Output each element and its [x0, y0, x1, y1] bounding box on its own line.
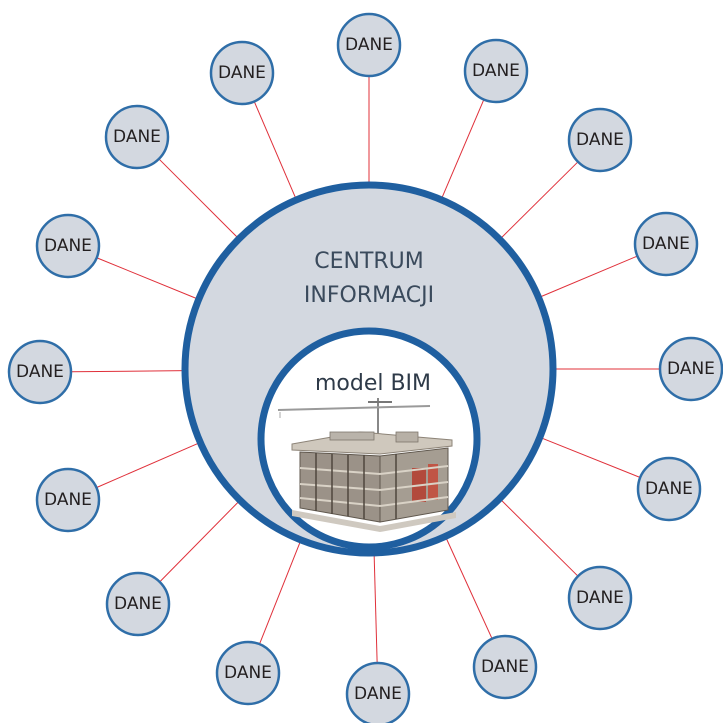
building-illustration — [277, 398, 456, 532]
connector-line — [373, 552, 378, 664]
hub-title-line2: INFORMACJI — [304, 283, 434, 308]
data-node-label: DANE — [642, 234, 690, 254]
connector-line — [96, 257, 199, 300]
data-node: DANE — [7, 339, 73, 405]
connector-line — [158, 158, 240, 240]
data-node-label: DANE — [576, 130, 624, 150]
data-node-circle — [7, 339, 73, 405]
model-bim-label: model BIM — [315, 371, 431, 396]
data-node-circle — [567, 107, 633, 173]
data-node-circle — [633, 211, 699, 277]
data-node-circle — [104, 104, 170, 170]
data-node-label: DANE — [354, 684, 402, 704]
data-node: DANE — [345, 661, 411, 723]
data-node: DANE — [35, 213, 101, 279]
data-node-circle — [215, 640, 281, 706]
data-node-label: DANE — [576, 588, 624, 608]
connector-line — [159, 499, 241, 583]
connector-line — [258, 539, 302, 645]
spokes-group — [70, 76, 660, 664]
data-node-label: DANE — [113, 127, 161, 147]
data-node: DANE — [567, 107, 633, 173]
data-node: DANE — [463, 38, 529, 104]
connector-line — [444, 536, 493, 640]
data-node-label: DANE — [667, 359, 715, 379]
data-node: DANE — [636, 456, 702, 522]
data-node-label: DANE — [44, 490, 92, 510]
data-node: DANE — [336, 12, 402, 78]
connector-line — [70, 370, 186, 373]
data-node: DANE — [104, 104, 170, 170]
hub-title-line1: CENTRUM — [314, 249, 424, 274]
data-node-circle — [658, 336, 723, 402]
data-node: DANE — [658, 336, 723, 402]
data-node-circle — [105, 571, 171, 637]
data-node: DANE — [105, 571, 171, 637]
data-node-circle — [567, 565, 633, 631]
data-node-label: DANE — [16, 362, 64, 382]
data-node: DANE — [567, 565, 633, 631]
data-node-circle — [35, 467, 101, 533]
connector-line — [96, 441, 201, 489]
data-node-label: DANE — [345, 35, 393, 55]
data-node-label: DANE — [481, 657, 529, 677]
data-node-label: DANE — [114, 594, 162, 614]
data-node-circle — [345, 661, 411, 723]
connector-line — [539, 436, 641, 478]
data-nodes-group: DANE DANE DANE DANE DANE DANE DANE DANE DANE DANE… — [7, 12, 723, 723]
data-node-circle — [472, 634, 538, 700]
data-node-label: DANE — [44, 236, 92, 256]
data-node-circle — [636, 456, 702, 522]
data-node: DANE — [472, 634, 538, 700]
data-node-label: DANE — [218, 63, 266, 83]
data-node-circle — [336, 12, 402, 78]
data-node: DANE — [35, 467, 101, 533]
connector-line — [499, 498, 579, 577]
data-node: DANE — [215, 640, 281, 706]
data-node-circle — [209, 40, 275, 106]
data-node: DANE — [633, 211, 699, 277]
data-node: DANE — [209, 40, 275, 106]
data-node-label: DANE — [645, 479, 693, 499]
data-node-circle — [35, 213, 101, 279]
data-node-circle — [463, 38, 529, 104]
connector-line — [440, 99, 485, 200]
connector-line — [499, 161, 579, 240]
connector-line — [538, 255, 638, 299]
data-node-label: DANE — [472, 61, 520, 81]
connector-line — [253, 101, 297, 201]
data-node-label: DANE — [224, 663, 272, 683]
